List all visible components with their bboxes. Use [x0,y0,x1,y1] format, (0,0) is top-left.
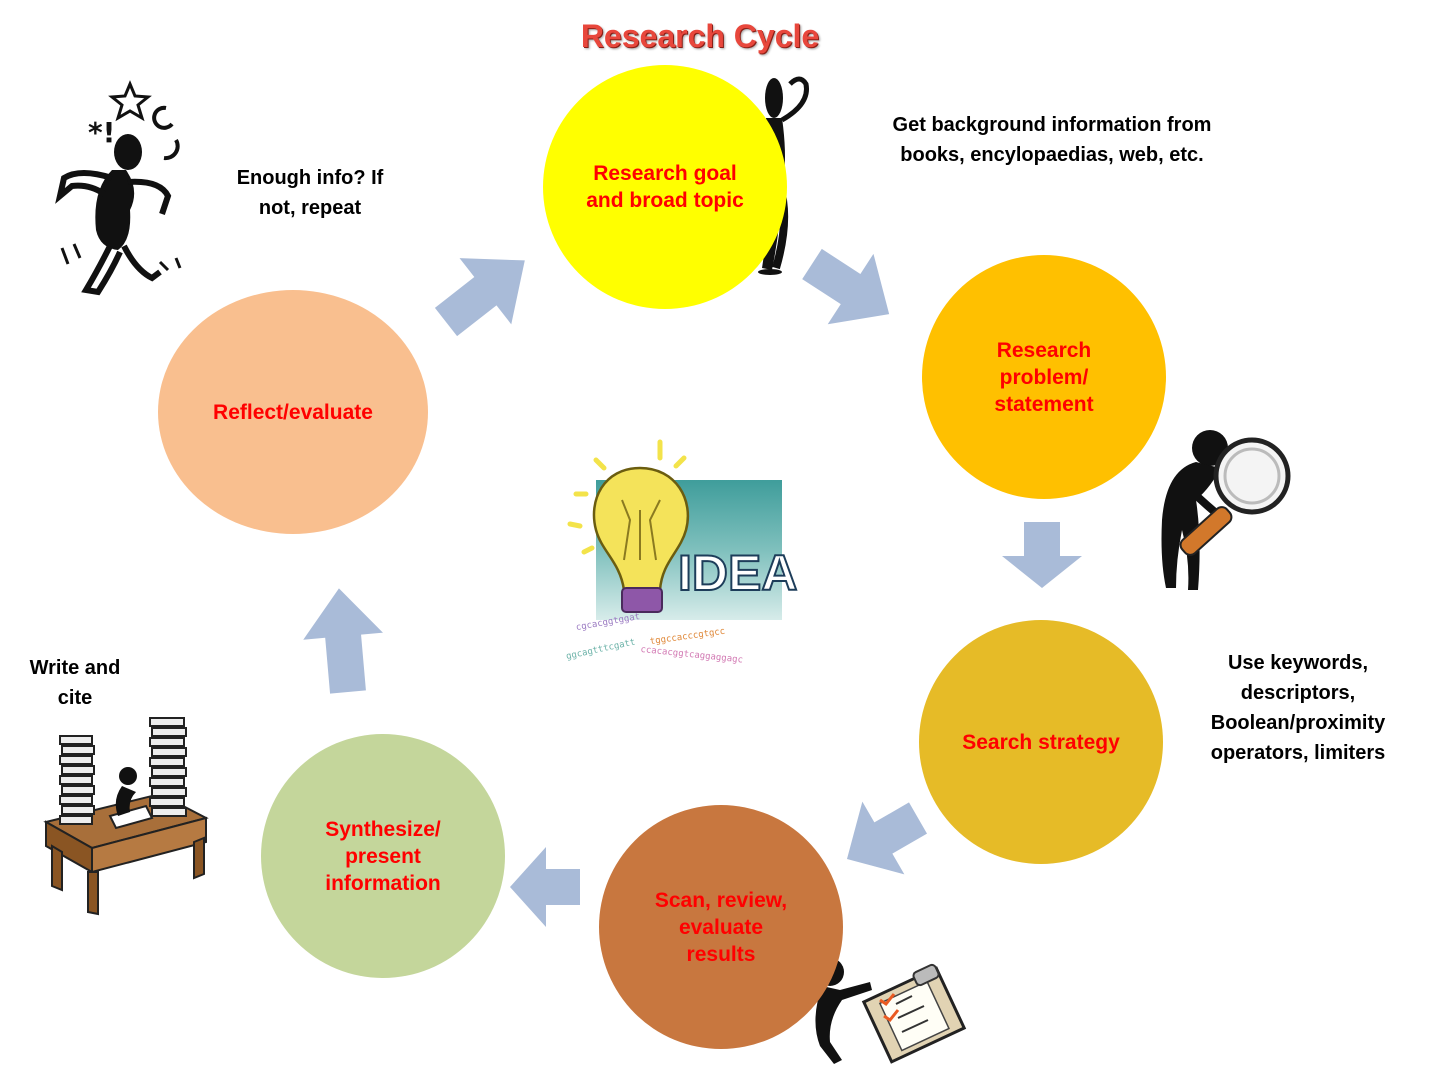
idea-lightbulb-icon: IDEA cgcacggtggat ggcagtttcgatt ccacacgg… [565,439,798,666]
idea-dna-line: ggcagtttcgatt [565,638,636,662]
node-search-strategy: Search strategy [919,620,1163,864]
idea-word: IDEA [678,545,797,601]
idea-dna-line: ccacacggtcaggaggagc [640,645,743,666]
arrow-scan-to-synthesize [510,847,580,927]
magnifier-figure-icon [1161,430,1291,590]
node-synthesize: Synthesize/ present information [261,734,505,978]
checklist-figure-icon [815,958,967,1064]
note-background-info: Get background information from books, e… [892,114,1212,166]
arrow-search-to-scan [846,801,927,875]
arrow-goal-to-problem [802,248,890,325]
frustrated-figure-icon: *! [55,80,182,296]
arrow-reflect-to-goal [434,258,525,337]
node-research-goal: Research goal and broad topic [543,65,787,309]
node-scan-review: Scan, review, evaluate results [599,805,843,1049]
idea-dna-line: tggccacccgtgcc [649,627,726,647]
svg-text:*!: *! [88,116,115,149]
node-research-problem: Research problem/ statement [922,255,1166,499]
diagram-title: Research Cycle [580,18,820,54]
writing-desk-icon [43,717,209,916]
note-write-cite: Write and cite [29,657,121,709]
note-enough-info: Enough info? If not, repeat [236,167,384,219]
arrow-problem-to-search [1002,522,1082,588]
cycle-arrows [303,248,1082,927]
note-keywords: Use keywords, descriptors, Boolean/proxi… [1210,652,1386,764]
node-reflect: Reflect/evaluate [158,290,428,534]
arrow-synthesize-to-reflect [303,588,383,694]
